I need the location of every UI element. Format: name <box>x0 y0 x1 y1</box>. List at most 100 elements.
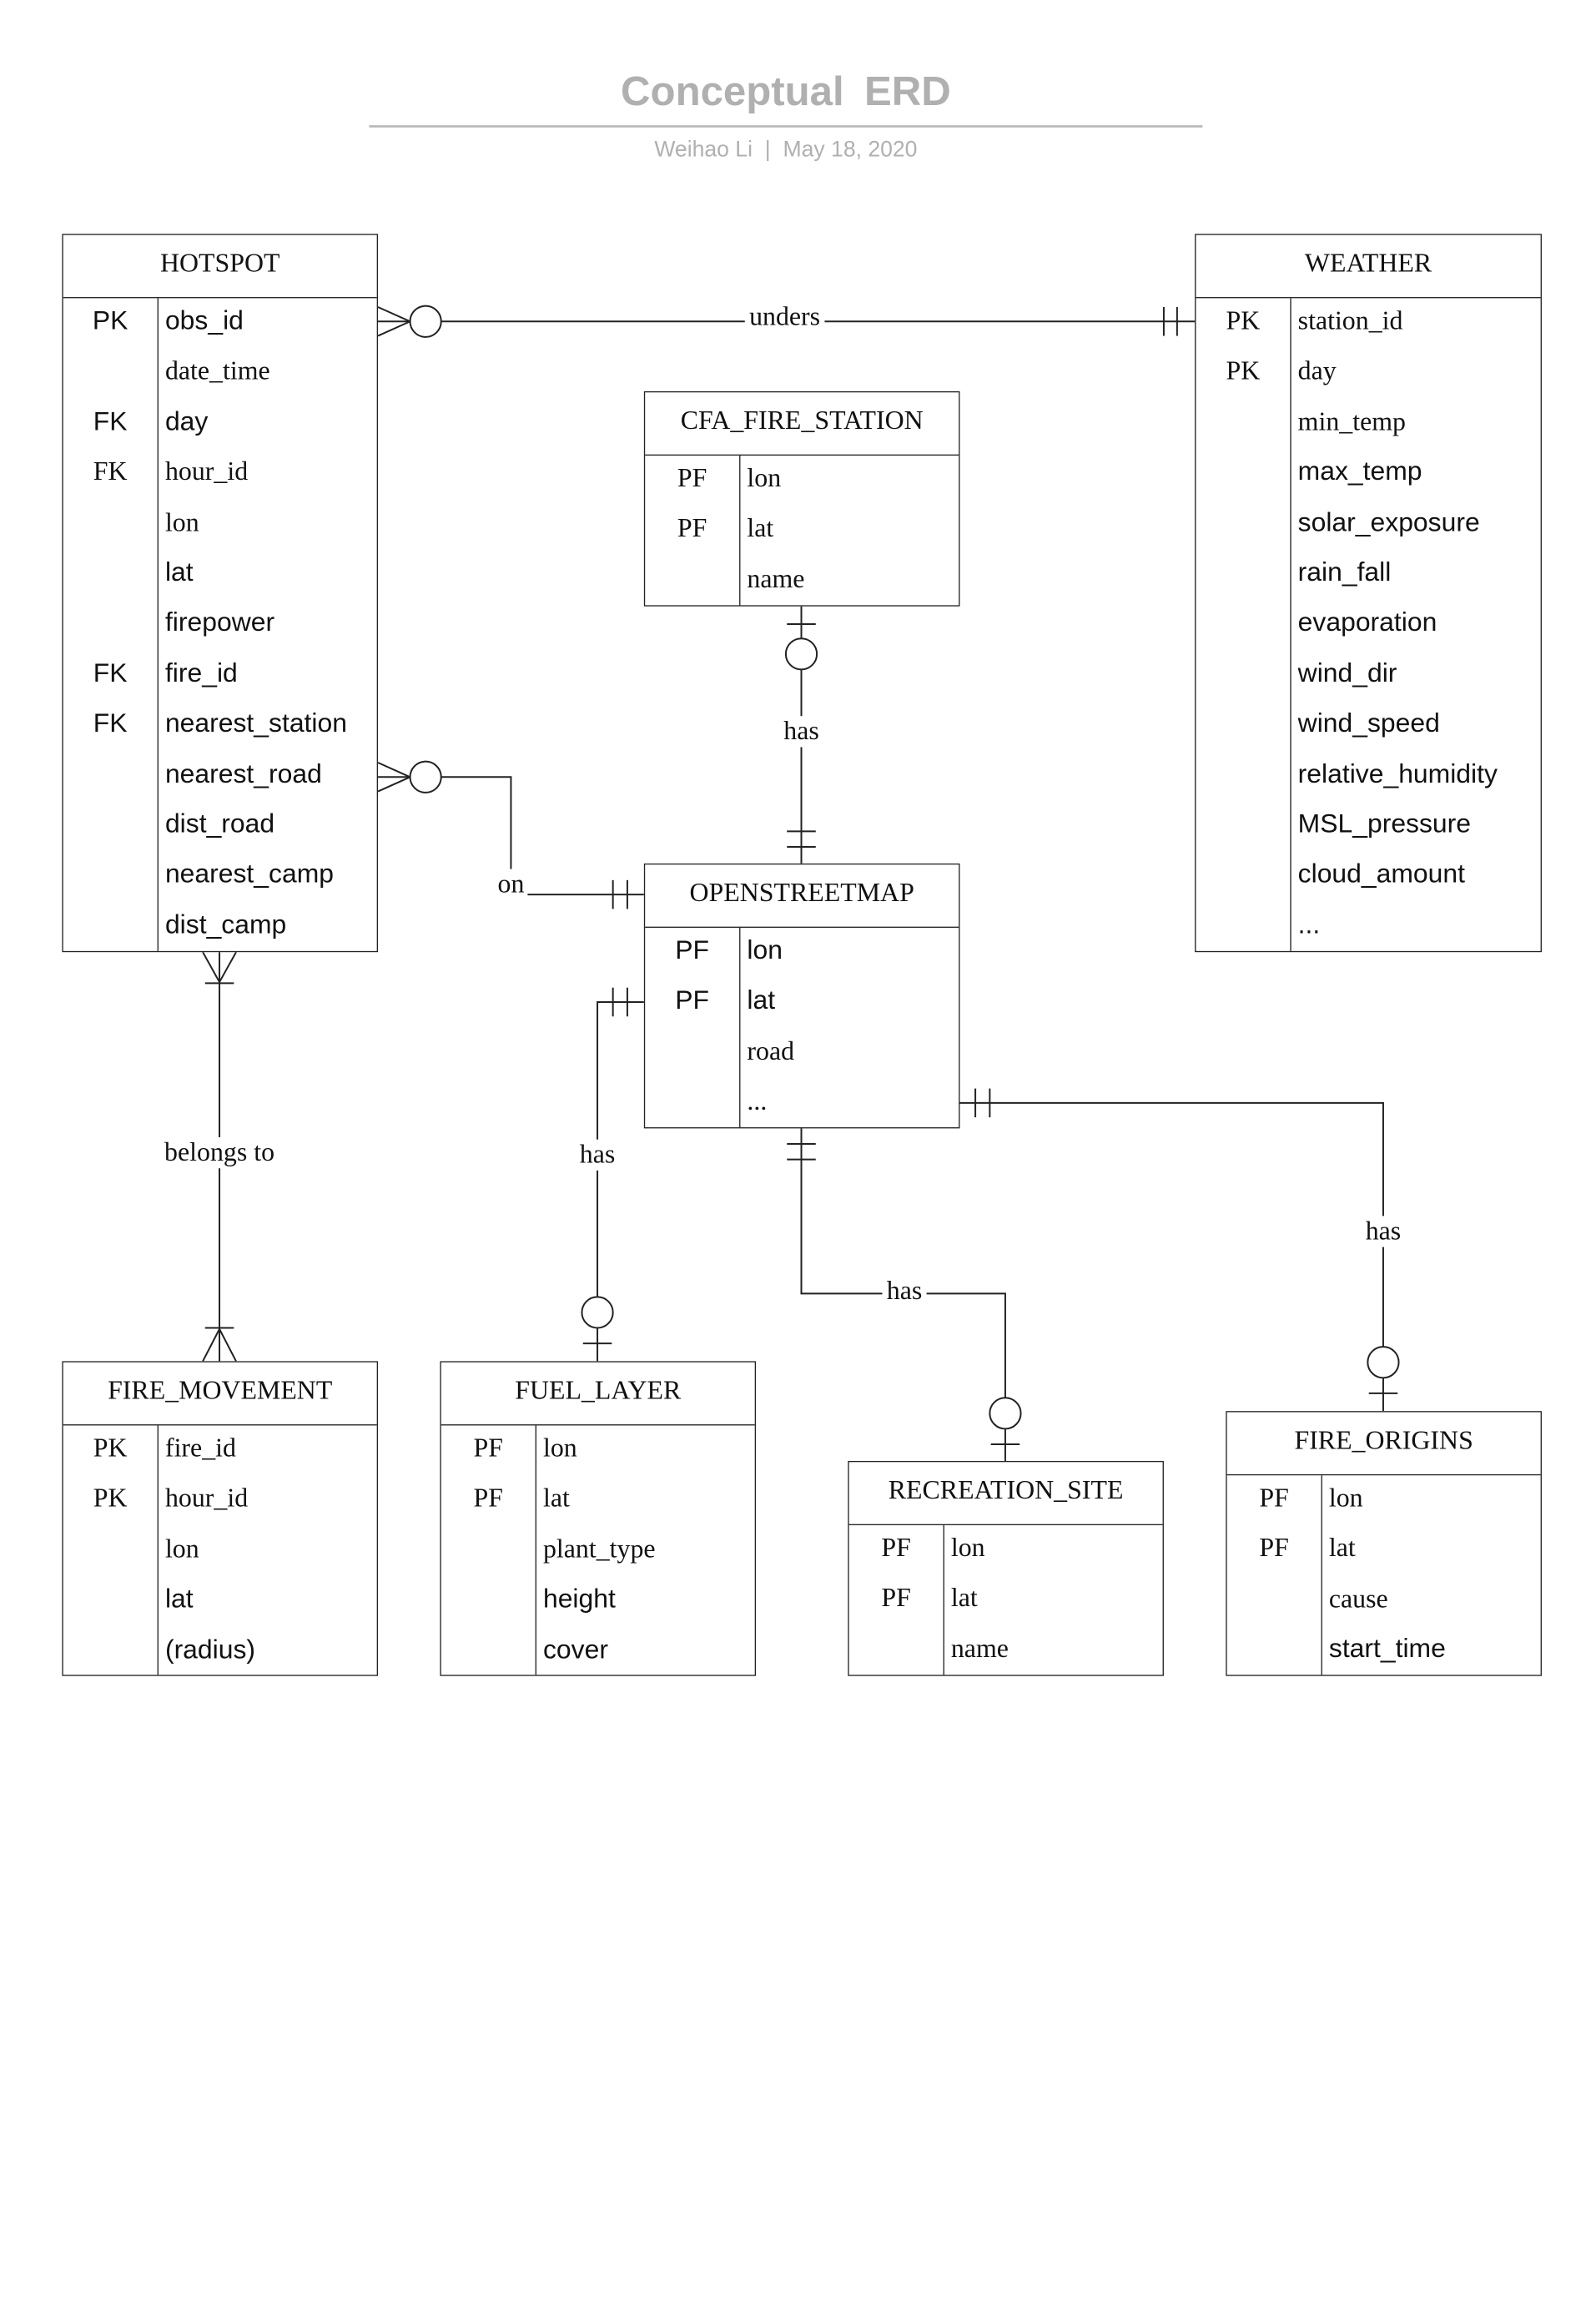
relationship-label-unders: unders <box>744 301 825 333</box>
attribute-rain-fall: rain_fall <box>1297 557 1392 588</box>
key-marker: PF <box>675 935 710 966</box>
connector-station-osm <box>784 606 818 864</box>
attribute-lat: lat <box>164 557 194 588</box>
entity-fire-movement[interactable]: FIRE_MOVEMENT PK fire_id PK hour_id lon la… <box>62 1361 379 1676</box>
diagram-date: May 18, 2020 <box>783 137 918 162</box>
key-marker: FK <box>93 457 128 487</box>
entity-fire-origins[interactable]: FIRE_ORIGINS PF lon PF lat cause start_tim… <box>1226 1411 1542 1676</box>
relationship-label-belongs-to: belongs to <box>154 1137 284 1169</box>
attribute-dist-camp: dist_camp <box>164 909 287 940</box>
entity-name: RECREATION_SITE <box>848 1462 1163 1526</box>
attribute-hour-id: hour_id <box>164 1484 249 1514</box>
attribute-fire-id: fire_id <box>164 1434 236 1463</box>
key-marker: PK <box>1226 306 1261 336</box>
attribute-plant-type: plant_type <box>542 1534 656 1564</box>
column-divider <box>739 456 741 606</box>
key-marker: FK <box>93 406 128 437</box>
entity-name: WEATHER <box>1196 235 1541 299</box>
diagram-subtitle: Weihao Li | May 18, 2020 <box>369 134 1202 165</box>
attribute-lon: lon <box>747 935 783 966</box>
attribute-ellipsis: ... <box>747 1087 768 1117</box>
attribute-cause: cause <box>1328 1584 1388 1614</box>
diagram-title: Conceptual ERD <box>621 68 951 114</box>
attribute-msl-pressure: MSL_pressure <box>1297 808 1472 839</box>
attribute-radius: (radius) <box>164 1634 256 1665</box>
attribute-solar-exposure: solar_exposure <box>1297 506 1480 537</box>
attribute-nearest-camp: nearest_camp <box>164 859 335 889</box>
key-marker: PK <box>92 305 128 336</box>
attribute-name: name <box>747 565 805 594</box>
attribute-lon: lon <box>164 1534 199 1564</box>
attribute-lon: lon <box>164 508 199 537</box>
relationship-label-on: on <box>494 869 528 900</box>
connector-osm-fire-origins <box>959 1088 1400 1412</box>
column-divider <box>157 1425 159 1675</box>
attribute-day: day <box>164 406 209 437</box>
key-marker: PF <box>473 1484 503 1514</box>
entity-recreation-site[interactable]: RECREATION_SITE PF lon PF lat name <box>848 1460 1164 1676</box>
attribute-name: name <box>950 1635 1009 1664</box>
column-divider <box>739 927 741 1128</box>
attribute-fire-id: fire_id <box>164 657 238 688</box>
key-marker: FK <box>93 708 128 738</box>
entity-name: FIRE_MOVEMENT <box>63 1363 377 1426</box>
key-marker: PK <box>1226 357 1261 386</box>
entity-openstreetmap[interactable]: OPENSTREETMAP PF lon PF lat road ... <box>643 863 960 1129</box>
key-marker: PF <box>675 985 710 1016</box>
title-underline <box>369 125 1203 128</box>
attribute-max-temp: max_temp <box>1297 456 1422 487</box>
attribute-lat: lat <box>747 985 776 1016</box>
column-divider <box>1290 298 1291 951</box>
attribute-nearest-road: nearest_road <box>164 758 322 789</box>
attribute-lon: lon <box>1328 1483 1363 1514</box>
key-marker: PF <box>1259 1534 1289 1564</box>
attribute-cloud-amount: cloud_amount <box>1297 859 1465 889</box>
attribute-hour-id: hour_id <box>164 457 249 487</box>
attribute-start-time: start_time <box>1328 1634 1446 1665</box>
connector-hotspot-osm <box>377 760 644 909</box>
key-marker: PK <box>93 1484 128 1514</box>
attribute-firepower: firepower <box>164 607 275 638</box>
attribute-day: day <box>1297 357 1337 386</box>
key-marker: PF <box>881 1534 911 1564</box>
key-marker: PF <box>677 514 707 544</box>
attribute-min-temp: min_temp <box>1297 407 1406 437</box>
attribute-dist-road: dist_road <box>164 808 275 839</box>
attribute-date-time: date_time <box>164 357 270 386</box>
entity-name: CFA_FIRE_STATION <box>645 392 959 456</box>
relationship-label-station-has: has <box>778 716 824 748</box>
author-name: Weihao Li <box>654 137 753 162</box>
key-marker: PF <box>881 1584 911 1614</box>
diagram-header: Conceptual ERD Weihao Li | May 18, 2020 <box>369 64 1203 162</box>
relationship-label-recreation-has: has <box>882 1276 927 1307</box>
attribute-lat: lat <box>164 1584 194 1614</box>
entity-name: OPENSTREETMAP <box>645 864 959 928</box>
attribute-cover: cover <box>542 1634 608 1665</box>
subtitle-separator: | <box>764 137 771 162</box>
attribute-lon: lon <box>542 1434 577 1463</box>
column-divider <box>157 298 159 951</box>
attribute-lon: lon <box>950 1534 985 1564</box>
attribute-ellipsis: ... <box>1297 909 1321 940</box>
attribute-lat: lat <box>542 1484 570 1514</box>
attribute-road: road <box>747 1037 795 1066</box>
attribute-lat: lat <box>747 514 774 544</box>
key-marker: PF <box>1259 1483 1289 1514</box>
connector-osm-fuel-layer <box>581 987 644 1362</box>
attribute-lat: lat <box>1328 1534 1356 1564</box>
attribute-wind-speed: wind_speed <box>1297 708 1440 738</box>
attribute-obs-id: obs_id <box>164 305 244 336</box>
key-marker: PF <box>473 1434 503 1463</box>
entity-name: FUEL_LAYER <box>441 1363 755 1426</box>
attribute-relative-humidity: relative_humidity <box>1297 758 1498 789</box>
entity-name: FIRE_ORIGINS <box>1226 1413 1541 1476</box>
relationship-label-fuel-has: has <box>575 1139 620 1171</box>
key-marker: PK <box>93 1434 128 1463</box>
attribute-lat: lat <box>950 1584 978 1614</box>
attribute-nearest-station: nearest_station <box>164 708 347 738</box>
